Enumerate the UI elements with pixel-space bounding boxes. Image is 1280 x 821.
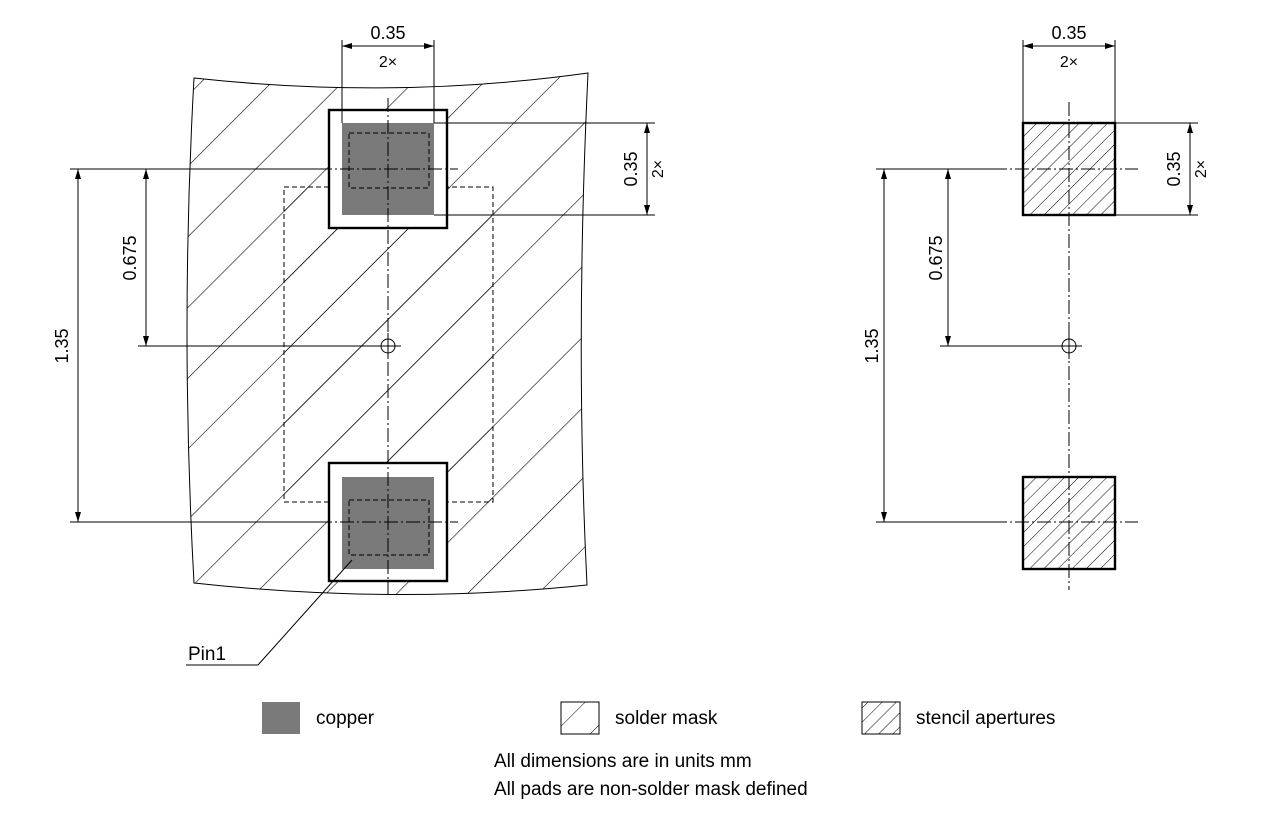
right-pad-width-count: 2× [1060, 54, 1078, 71]
stencil-swatch [861, 701, 901, 735]
center-marker [375, 333, 401, 359]
left-view: 0.35 2× 0.35 2× 0.675 [52, 23, 667, 666]
solder-mask-swatch [560, 701, 600, 735]
right-pad-height-label: 0.35 [1164, 151, 1184, 186]
right-pad-height-dimension: 0.35 2× [1115, 122, 1210, 216]
pad-height-count: 2× [650, 160, 667, 178]
copper-swatch [262, 702, 300, 734]
note-units: All dimensions are in units mm [494, 751, 752, 772]
pad-height-label: 0.35 [621, 151, 641, 186]
right-half-pitch-label: 0.675 [926, 235, 946, 280]
right-view: 0.35 2× 0.35 2× 0.675 [862, 23, 1210, 590]
right-pitch-label: 1.35 [862, 328, 882, 363]
legend-stencil: stencil apertures [861, 701, 1055, 735]
legend-stencil-label: stencil apertures [916, 708, 1055, 729]
pad-width-label: 0.35 [370, 23, 405, 43]
pad-width-count: 2× [379, 54, 397, 71]
legend-solder-mask-label: solder mask [615, 708, 718, 729]
pitch-label: 1.35 [52, 328, 72, 363]
half-pitch-label: 0.675 [120, 235, 140, 280]
legend: copper solder mask stencil apertures [262, 701, 1055, 735]
pitch-dimension: 1.35 [52, 168, 318, 523]
pin1-callout: Pin1 [186, 559, 353, 666]
legend-solder-mask: solder mask [560, 701, 718, 735]
note-pads: All pads are non-solder mask defined [494, 779, 808, 800]
right-pitch-dimension: 1.35 [862, 168, 993, 523]
legend-copper-label: copper [316, 708, 375, 729]
pad-width-dimension: 0.35 2× [341, 23, 435, 123]
right-pad-width-dimension: 0.35 2× [1022, 23, 1116, 123]
right-half-pitch-dimension: 0.675 [926, 168, 1056, 347]
pad-height-dimension: 0.35 2× [434, 122, 667, 216]
right-pad-width-label: 0.35 [1051, 23, 1086, 43]
half-pitch-dimension: 0.675 [120, 168, 375, 347]
legend-copper: copper [262, 702, 375, 734]
pin1-label: Pin1 [188, 644, 226, 665]
right-pad-height-count: 2× [1193, 160, 1210, 178]
notes: All dimensions are in units mm All pads … [494, 751, 808, 800]
right-center-marker [1056, 333, 1082, 359]
